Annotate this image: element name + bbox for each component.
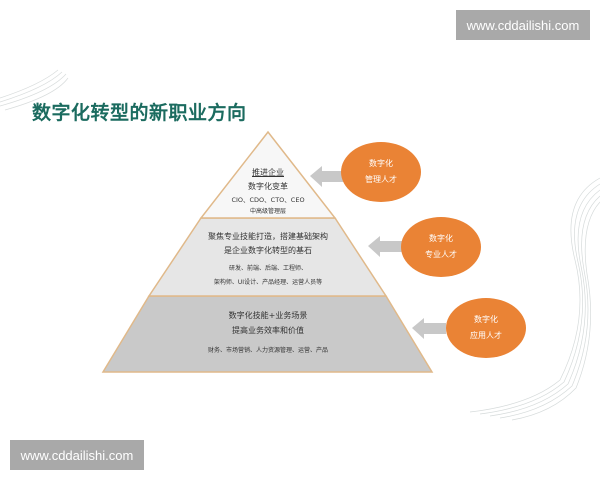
bubble-application-label: 数字化 应用人才	[456, 312, 516, 344]
bubble-line2: 管理人才	[365, 175, 397, 184]
arrow-left-icon	[412, 318, 446, 339]
layer-middle-text: 聚焦专业技能打造，搭建基础架构 是企业数字化转型的基石 研发、前端、后端、工程师…	[178, 230, 358, 290]
layer-bottom-line2: 提高业务效率和价值	[232, 326, 304, 335]
bubble-management-label: 数字化 管理人才	[351, 156, 411, 188]
layer-top-line4: 中高级管理层	[249, 208, 286, 215]
watermark-top: www.cddailishi.com	[456, 10, 590, 40]
pyramid-layer-top	[199, 130, 337, 219]
layer-bottom-line1: 数字化技能+业务场景	[228, 311, 308, 320]
decorative-curves-right	[469, 177, 600, 421]
decorative-curves-top-left	[0, 69, 69, 111]
bubble-line1: 数字化	[474, 315, 498, 324]
layer-middle-line4: 架构师、UI设计、产品经理、运营人员等	[213, 279, 323, 286]
layer-bottom-text: 数字化技能+业务场景 提高业务效率和价值 财务、市场营销、人力资源管理、运营、产…	[178, 308, 358, 358]
bubble-line1: 数字化	[369, 159, 393, 168]
layer-top-line1: 推进企业	[252, 168, 284, 177]
bubble-professional-label: 数字化 专业人才	[411, 231, 471, 263]
bubble-line2: 专业人才	[425, 250, 457, 259]
layer-middle-line1: 聚焦专业技能打造，搭建基础架构	[208, 232, 328, 241]
bubble-professional-talent	[401, 217, 481, 277]
arrow-left-icon	[368, 236, 402, 257]
layer-bottom-line3: 财务、市场营销、人力资源管理、运营、产品	[207, 347, 328, 354]
layer-top-text: 推进企业 数字化变革 CIO、CDO、CTO、CEO 中高级管理层	[218, 166, 318, 218]
bubble-line2: 应用人才	[470, 331, 502, 340]
page-title: 数字化转型的新职业方向	[32, 102, 247, 124]
layer-middle-line3: 研发、前端、后端、工程师、	[228, 265, 307, 272]
watermark-bottom: www.cddailishi.com	[10, 440, 144, 470]
bubble-application-talent	[446, 298, 526, 358]
bubble-line1: 数字化	[429, 234, 453, 243]
arrow-left-icon	[310, 166, 344, 187]
layer-top-line2: 数字化变革	[248, 182, 288, 191]
layer-top-line3: CIO、CDO、CTO、CEO	[231, 196, 305, 204]
layer-middle-line2: 是企业数字化转型的基石	[224, 246, 312, 255]
bubble-management-talent	[341, 142, 421, 202]
